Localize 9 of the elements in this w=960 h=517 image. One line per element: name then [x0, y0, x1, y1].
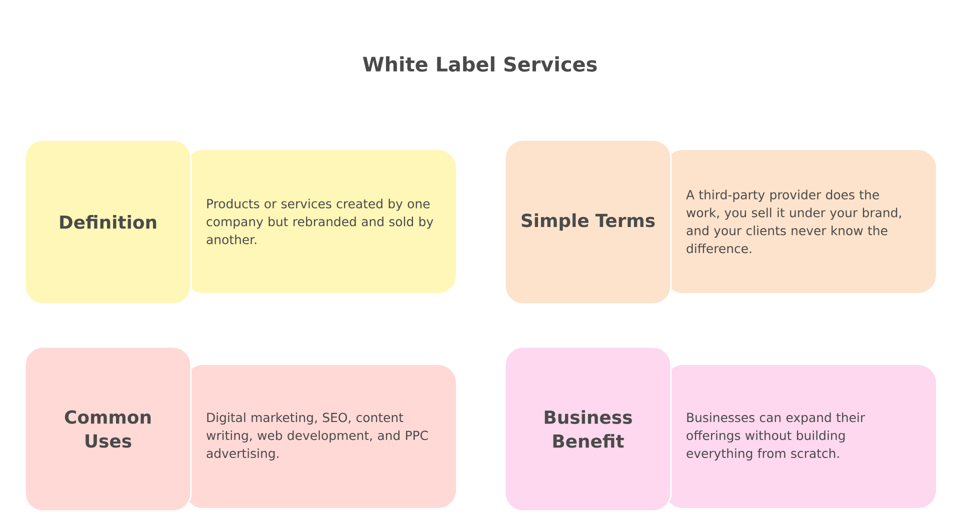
title-box: Simple Terms: [504, 139, 672, 305]
description-box: Digital marketing, SEO, content writing, web development, and PPC advertising.: [185, 365, 456, 508]
description-box: A third-party provider does the work, you sell it under your brand, and your clients never know the difference.: [665, 150, 936, 293]
title-box: Definition: [24, 139, 192, 305]
title-box: Common Uses: [24, 346, 192, 512]
title-box: Business Benefit: [504, 346, 672, 512]
description-box: Businesses can expand their offerings without building everything from scratch.: [665, 365, 936, 508]
diagram-title: White Label Services: [362, 56, 597, 72]
description-box: Products or services created by one company but rebranded and sold by another.: [185, 150, 456, 293]
